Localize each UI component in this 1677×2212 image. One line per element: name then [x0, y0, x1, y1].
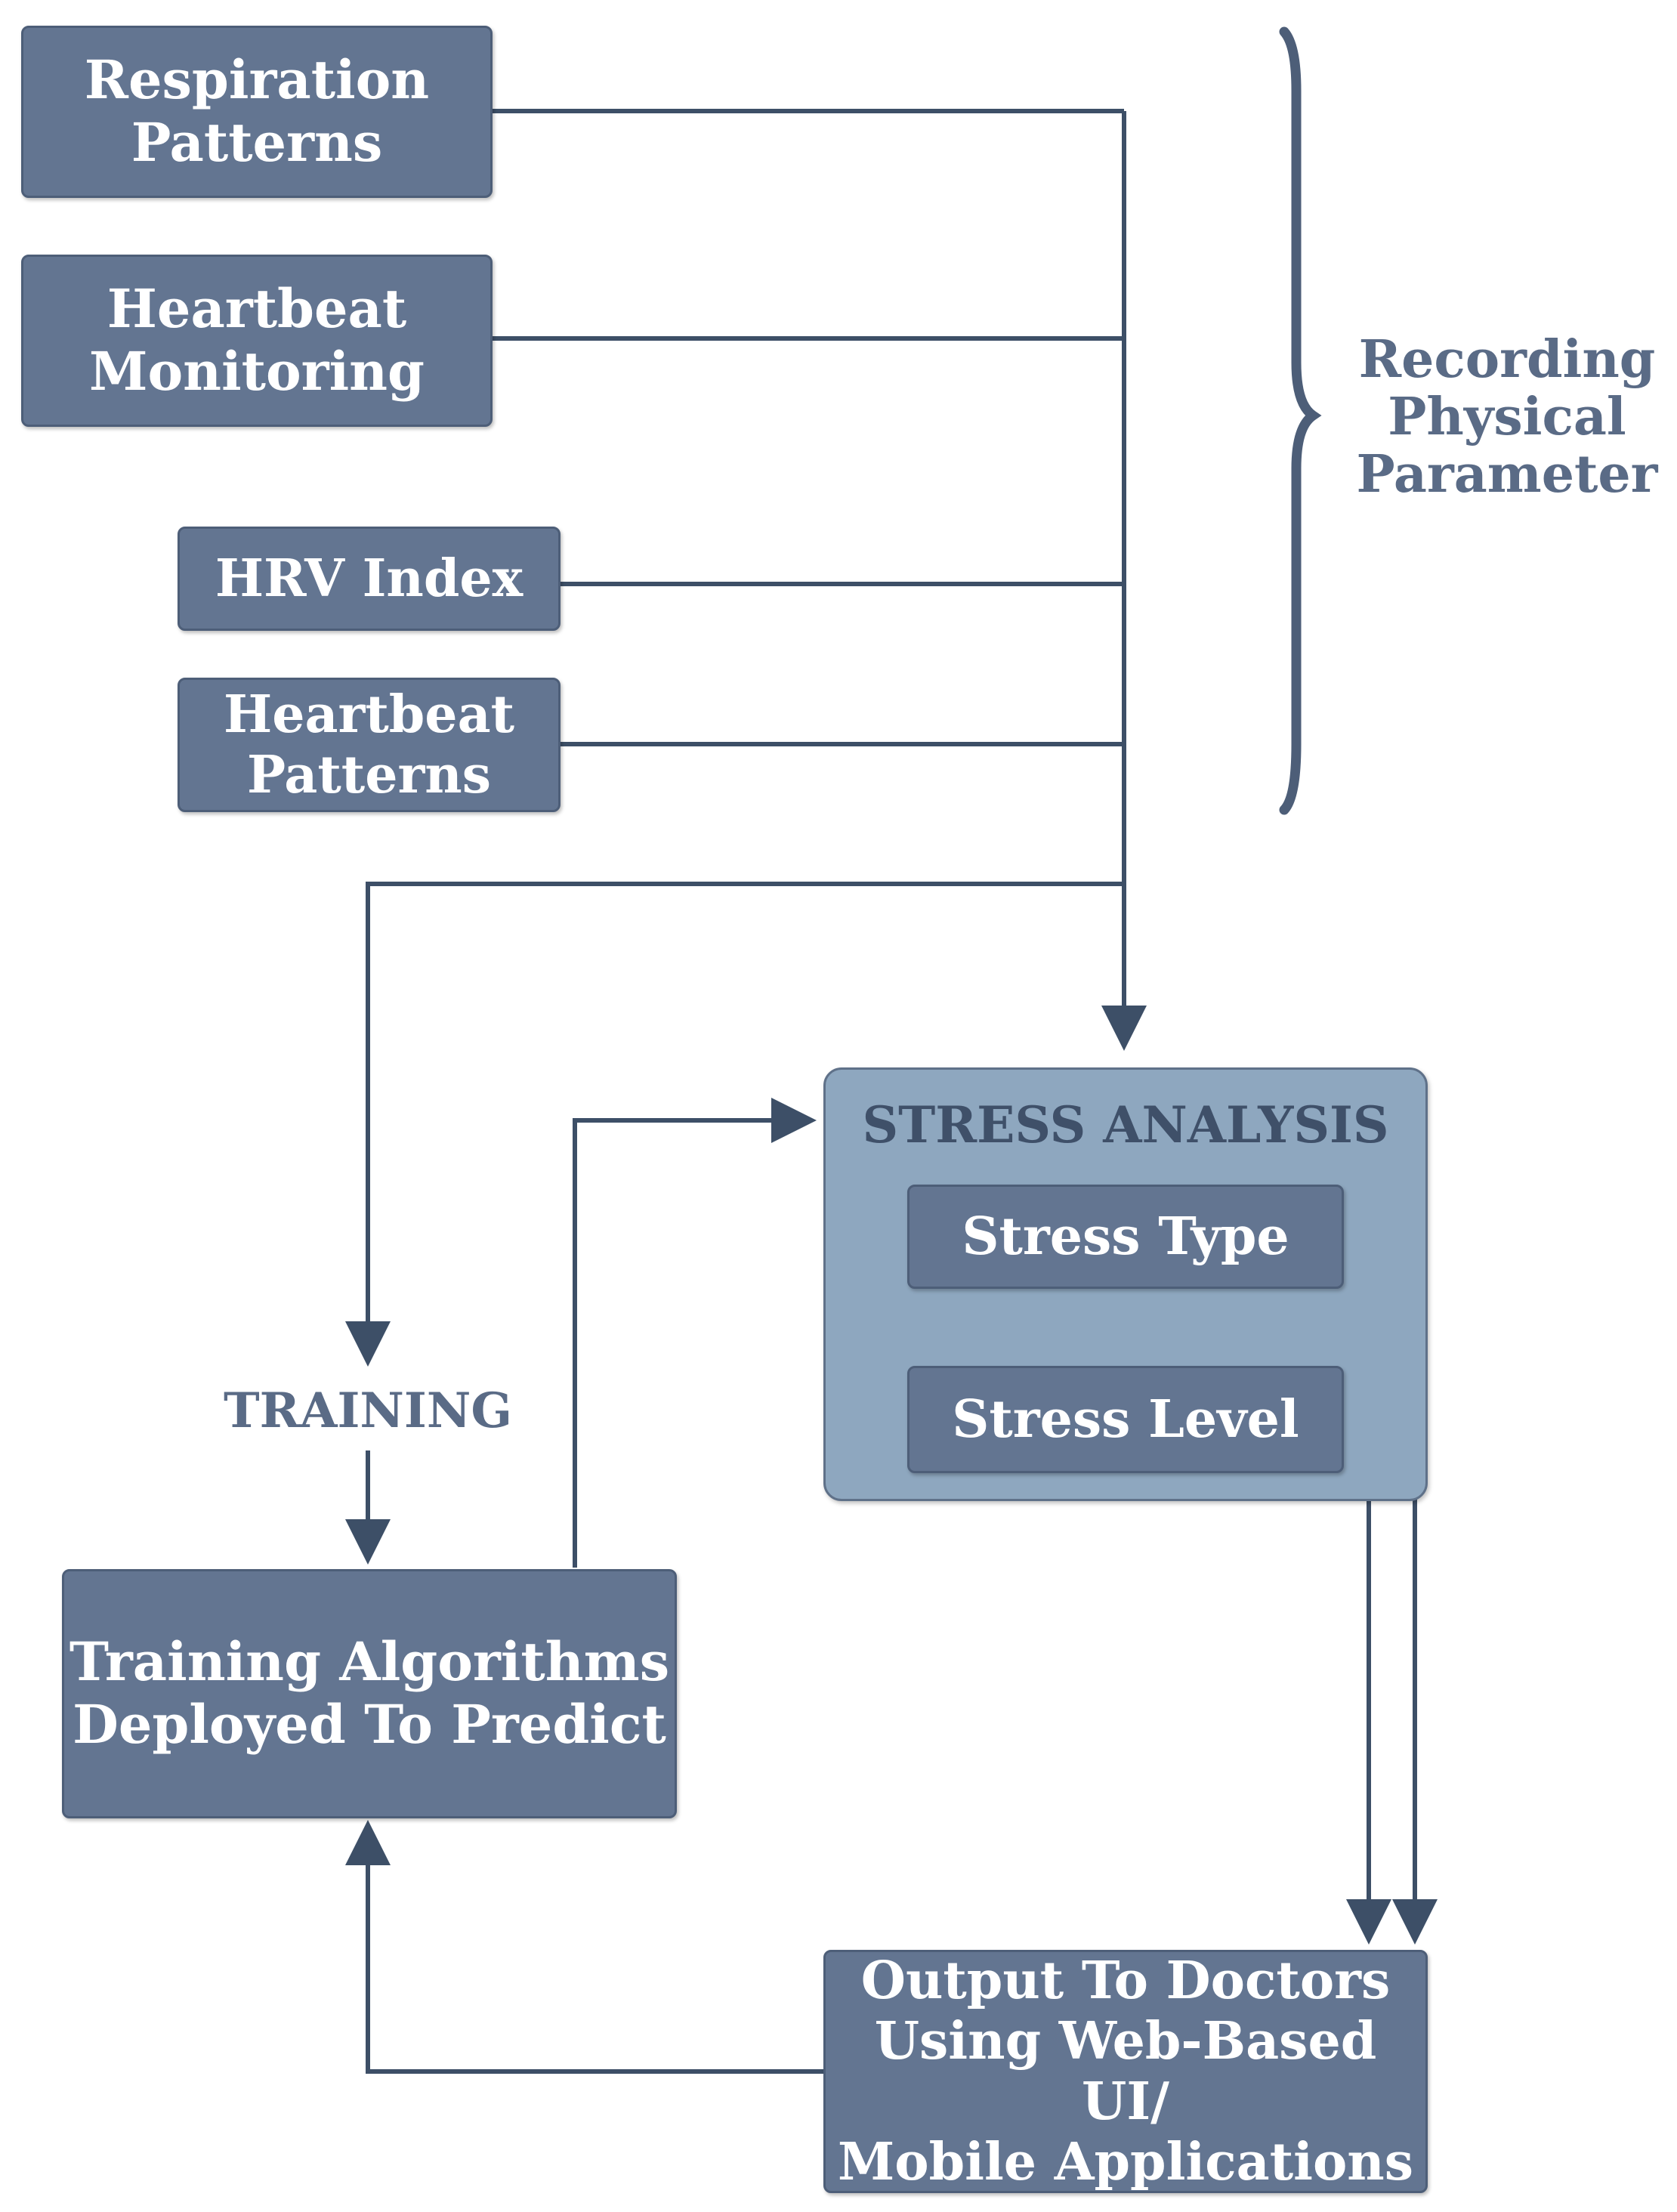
- heartbeat-patterns-box: Heartbeat Patterns: [178, 678, 561, 812]
- connector-output-to-algorithms: [345, 1820, 823, 2074]
- curly-brace: [1279, 26, 1322, 815]
- recording-physical-parameter-label: Recording Physical Parameter: [1356, 329, 1658, 505]
- stress-analysis-title: STRESS ANALYSIS: [862, 1095, 1389, 1154]
- training-algorithms-box: Training Algorithms Deployed To Predict: [62, 1569, 677, 1818]
- hrv-index-box: HRV Index: [178, 527, 561, 631]
- connector-algorithms-to-analysis: [573, 1098, 817, 1568]
- stress-type-box: Stress Type: [907, 1185, 1344, 1289]
- stress-level-box: Stress Level: [907, 1366, 1344, 1473]
- respiration-patterns-box: Respiration Patterns: [21, 26, 493, 198]
- connector-bus-to-training: [345, 882, 1124, 1367]
- heartbeat-monitoring-box: Heartbeat Monitoring: [21, 255, 493, 427]
- output-to-doctors-box: Output To Doctors Using Web-Based UI/ Mo…: [823, 1950, 1428, 2193]
- training-label: TRAINING: [224, 1382, 512, 1439]
